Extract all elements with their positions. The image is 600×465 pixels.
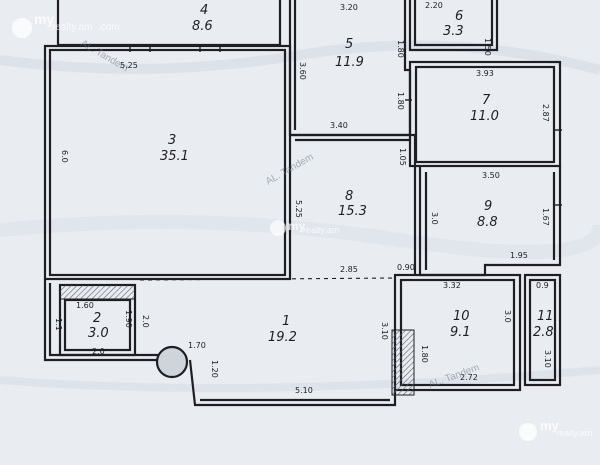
svg-text:realty.am: realty.am bbox=[52, 22, 92, 33]
dim-1-80a: 1.80 bbox=[396, 40, 405, 58]
room-2-area: 3.0 bbox=[88, 326, 109, 341]
dim-1-1: 1.1 bbox=[54, 318, 63, 331]
dim-1-80c: 1.80 bbox=[420, 345, 429, 363]
brand-logo-icon bbox=[270, 220, 286, 236]
dim-2-20: 2.20 bbox=[425, 1, 443, 10]
dim-0-9: 0.9 bbox=[536, 281, 549, 290]
svg-text:my: my bbox=[288, 219, 306, 233]
dim-1-20: 1.20 bbox=[210, 360, 219, 378]
room-8-num: 8 bbox=[345, 189, 353, 204]
dim-5-25: 5.25 bbox=[120, 61, 138, 70]
room-7-area: 11.0 bbox=[470, 109, 499, 124]
watermark-top: my realty.am .com bbox=[12, 11, 120, 38]
room-3-num: 3 bbox=[168, 133, 176, 148]
room-11-area: 2.8 bbox=[533, 325, 554, 340]
room-10-area: 9.1 bbox=[450, 325, 471, 340]
dim-0-90: 0.90 bbox=[397, 263, 415, 272]
watermark-mid: my realty.am bbox=[270, 219, 339, 236]
dim-3-60: 3.60 bbox=[298, 62, 307, 80]
room-10-num: 10 bbox=[453, 309, 470, 324]
dim-3-10a: 3.10 bbox=[380, 322, 389, 340]
brand-logo-icon bbox=[12, 18, 32, 38]
dim-3-0a: 3.0 bbox=[430, 212, 439, 225]
svg-text:realty.am: realty.am bbox=[556, 428, 592, 438]
dim-3-10b: 3.10 bbox=[543, 350, 552, 368]
dim-3-32: 3.32 bbox=[443, 281, 461, 290]
dim-2-72: 2.72 bbox=[460, 373, 478, 382]
dim-5-25b: 5.25 bbox=[294, 200, 303, 218]
dim-2-0a: 2.0 bbox=[141, 315, 150, 328]
room-2-num: 2 bbox=[93, 311, 101, 326]
room-7-num: 7 bbox=[482, 93, 491, 108]
dim-3-93: 3.93 bbox=[476, 69, 494, 78]
dim-1-50: 1.50 bbox=[483, 38, 492, 56]
dim-3-20: 3.20 bbox=[340, 3, 358, 12]
room-5-area: 11.9 bbox=[335, 55, 364, 70]
room-3-area: 35.1 bbox=[160, 149, 189, 164]
room-9-num: 9 bbox=[484, 199, 492, 214]
column-circle bbox=[155, 345, 189, 379]
room-1-num: 1 bbox=[282, 314, 290, 329]
room-6-num: 6 bbox=[455, 9, 463, 24]
dim-1-80b: 1.80 bbox=[396, 92, 405, 110]
doorway-dash bbox=[139, 277, 396, 281]
room-5-num: 5 bbox=[345, 37, 353, 52]
dim-1-90: 1.90 bbox=[124, 310, 133, 328]
dim-2-0b: 2.0 bbox=[92, 347, 105, 356]
dim-3-0b: 3.0 bbox=[503, 310, 512, 323]
dim-3-40: 3.40 bbox=[330, 121, 348, 130]
dim-1-60: 1.60 bbox=[76, 301, 94, 310]
dim-1-05: 1.05 bbox=[398, 148, 407, 166]
room-3-outline bbox=[48, 48, 287, 277]
room-4-area: 8.6 bbox=[192, 19, 213, 34]
room-8-area: 15.3 bbox=[338, 204, 367, 219]
room-1-area: 19.2 bbox=[268, 330, 297, 345]
svg-text:.com: .com bbox=[98, 22, 120, 33]
dim-3-50: 3.50 bbox=[482, 171, 500, 180]
dim-6-0: 6.0 bbox=[60, 150, 69, 163]
dim-2-87: 2.87 bbox=[541, 104, 550, 122]
brand-logo-icon bbox=[519, 423, 537, 441]
dim-2-85: 2.85 bbox=[340, 265, 358, 274]
dim-1-95: 1.95 bbox=[510, 251, 528, 260]
svg-text:my: my bbox=[34, 11, 54, 27]
room-6-area: 3.3 bbox=[443, 24, 464, 39]
svg-text:my: my bbox=[540, 418, 560, 433]
room-4-num: 4 bbox=[200, 3, 208, 18]
dim-5-10: 5.10 bbox=[295, 386, 313, 395]
dim-1-67: 1.67 bbox=[541, 208, 550, 226]
svg-text:realty.am: realty.am bbox=[303, 225, 339, 235]
room-11-num: 11 bbox=[537, 309, 554, 324]
dim-1-70: 1.70 bbox=[188, 341, 206, 350]
watermark-bottom: my realty.am bbox=[519, 418, 592, 441]
room-9-area: 8.8 bbox=[477, 215, 498, 230]
